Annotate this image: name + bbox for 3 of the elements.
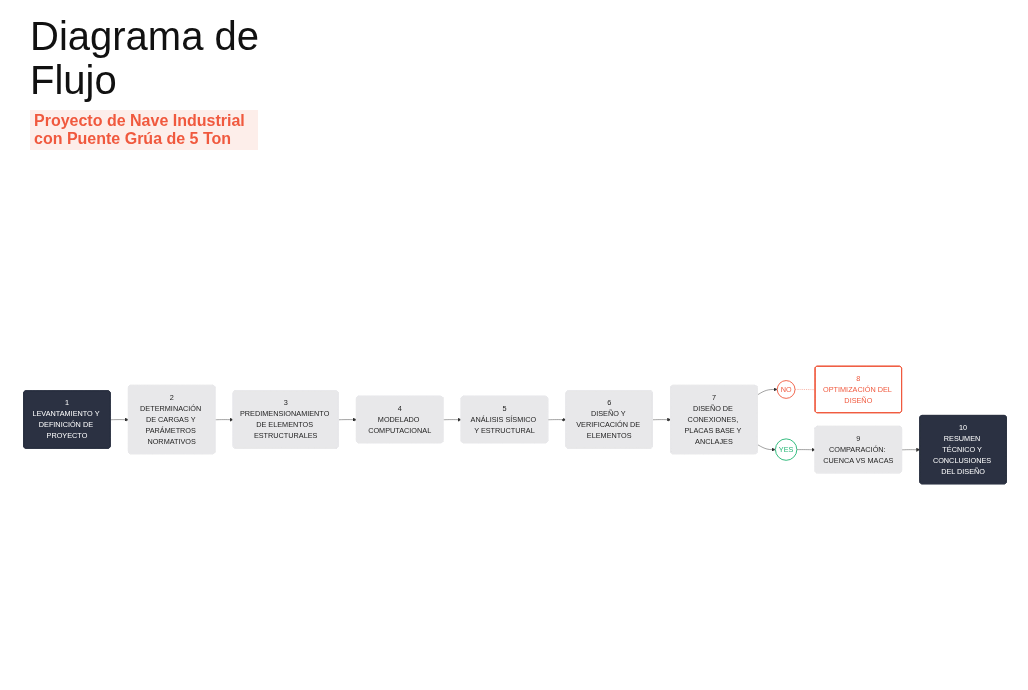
connector (794, 389, 816, 390)
subtitle: Proyecto de Nave Industrial con Puente Grúa de 5 Ton (30, 110, 258, 150)
diagram-title: Diagrama de Flujo (30, 14, 260, 102)
